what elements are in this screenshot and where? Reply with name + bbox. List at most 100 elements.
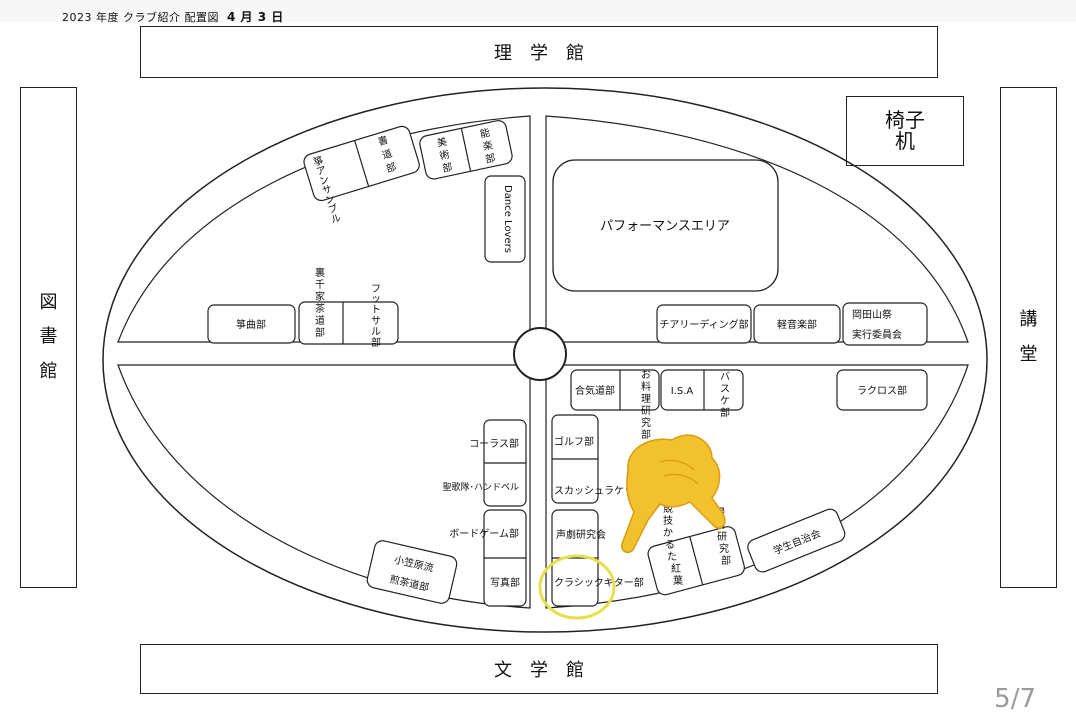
- karuta-char: 競: [663, 502, 673, 515]
- karuta-char: る: [665, 539, 675, 551]
- building-rigakukan-label: 理 学 館: [494, 43, 584, 64]
- header-title: 2023 年度 クラブ紹介 配置図: [62, 11, 219, 24]
- basket-char: ス: [720, 384, 730, 395]
- bijutsu-char: 術: [438, 147, 450, 162]
- karuta-char: 技: [663, 514, 673, 527]
- cooking-char: 理: [641, 393, 651, 405]
- quadrant-top-left: [117, 115, 531, 343]
- karuta-vertical: 競 技 か る た 紅 葉: [663, 502, 683, 587]
- booth-divider: [460, 128, 472, 172]
- library-char: 図: [39, 292, 58, 314]
- shodo-char: 部: [384, 160, 397, 175]
- booth-cheer-label: チアリーディング部: [659, 318, 748, 331]
- urasenke-char: 裏: [315, 266, 325, 279]
- booth-sokyoku: [207, 304, 296, 344]
- cooking-vertical: お 料 理 研 究 部: [641, 369, 651, 441]
- booth-boardgame-label: ボードゲーム部: [449, 527, 519, 540]
- urasenke-vertical: 裏 千 家 茶 道 部: [315, 266, 325, 339]
- booth-dance-lovers-label: Dance Lovers: [502, 185, 513, 253]
- karuta-char: か: [663, 527, 673, 539]
- library-char: 館: [39, 360, 58, 382]
- booth-lacrosse: [836, 369, 928, 411]
- futsal-vertical: フ ッ ト サ ル 部: [371, 284, 381, 349]
- building-bungakukan-label: 文 学 館: [494, 660, 584, 681]
- booth-okayama-line1: 岡田山祭: [852, 309, 892, 321]
- performance-area-label: パフォーマンスエリア: [600, 219, 730, 234]
- urasenke-char: 道: [315, 314, 325, 327]
- cooking-char: 部: [641, 428, 651, 441]
- page-header: 2023 年度 クラブ紹介 配置図 4 月 3 日: [62, 8, 284, 25]
- booth-guitar-label: クラシックギター部: [554, 576, 644, 589]
- auditorium-char: 講: [1019, 309, 1038, 331]
- booth-aikido-label: 合気道部: [575, 384, 615, 397]
- cooking-char: 究: [641, 416, 651, 429]
- manga-char: 部: [721, 554, 731, 567]
- pointing-hand-icon: [621, 434, 726, 554]
- center-circle: [513, 327, 567, 381]
- futsal-char: 部: [371, 336, 381, 349]
- chairs-desks-box: 椅子 机: [846, 96, 964, 166]
- futsal-char: フ: [371, 284, 381, 295]
- booth-dance-lovers: [484, 175, 526, 263]
- booth-okayama-line2: 実行委員会: [852, 328, 902, 341]
- booth-group-ogasawara: 小笠原流 煎茶道部: [366, 540, 458, 604]
- booth-group-art-noh: 美 術 部 能 楽 部: [419, 120, 513, 180]
- cooking-char: 料: [641, 380, 651, 393]
- futsal-char: サ: [371, 315, 381, 327]
- basket-char: ケ: [720, 395, 730, 407]
- library-char: 書: [39, 326, 58, 348]
- booth-divider: [354, 140, 370, 187]
- booth-seika-label: 聖歌隊･ハンドベル: [442, 481, 519, 493]
- urasenke-char: 家: [315, 290, 325, 303]
- karuta-char: 紅: [671, 563, 681, 575]
- top-band: [0, 0, 1076, 22]
- booth-sokyoku-label: 箏曲部: [236, 318, 266, 331]
- karuta-char: た: [667, 551, 677, 563]
- outer-oval: [102, 87, 988, 633]
- booth-divider: [689, 536, 704, 586]
- highlight-circle: [538, 554, 616, 620]
- futsal-char: ト: [371, 305, 381, 316]
- building-library: 図 書 館: [20, 87, 77, 588]
- manga-char: 研: [717, 531, 727, 543]
- nogaku-char: 能: [479, 126, 491, 141]
- page-number: 5/7: [994, 684, 1036, 714]
- urasenke-char: 茶: [315, 302, 325, 315]
- auditorium-char: 堂: [1019, 343, 1038, 365]
- booth-isa-label: I.S.A: [671, 386, 694, 397]
- building-auditorium: 講 堂: [1000, 87, 1057, 588]
- booth-squash-label: スカッシュラケット: [554, 485, 644, 497]
- desks-label: 机: [895, 129, 915, 153]
- booth-ogasawara: [366, 540, 458, 604]
- booth-keion: [753, 304, 841, 344]
- urasenke-char: 部: [315, 326, 325, 339]
- building-bungakukan: 文 学 館: [140, 644, 938, 694]
- futsal-char: ッ: [371, 294, 381, 305]
- header-date: 4 月 3 日: [226, 10, 284, 24]
- basket-char: バ: [720, 371, 730, 383]
- chairs-label: 椅子: [885, 108, 925, 132]
- nogaku-char: 部: [484, 151, 496, 166]
- cooking-char: お: [641, 369, 651, 381]
- booth-chorus-label: コーラス部: [469, 437, 519, 450]
- building-rigakukan: 理 学 館: [140, 26, 938, 78]
- shodo-char: 道: [380, 146, 393, 161]
- booth-golf-label: ゴルフ部: [554, 435, 594, 448]
- manga-char: 究: [719, 542, 729, 555]
- booth-group-karuta-manga: [647, 526, 745, 596]
- booth-cheer: [656, 304, 752, 344]
- booth-group-koto-shodo: 書 道 部: [303, 125, 420, 202]
- futsal-char: ル: [371, 327, 381, 338]
- booth-photo-label: 写真部: [490, 576, 520, 589]
- booth-lacrosse-label: ラクロス部: [857, 384, 907, 397]
- booth-group-student-council: 学生自治会: [747, 508, 846, 573]
- nogaku-char: 楽: [481, 138, 493, 153]
- karuta-char: 葉: [673, 574, 683, 587]
- booth-student-council: [747, 508, 846, 573]
- bijutsu-char: 美: [436, 135, 448, 150]
- basket-char: 部: [720, 406, 730, 419]
- booth-isa-basket: [660, 369, 744, 411]
- booth-seigeki-label: 声劇研究会: [556, 528, 606, 541]
- booth-urasenke-futsal: [298, 301, 399, 345]
